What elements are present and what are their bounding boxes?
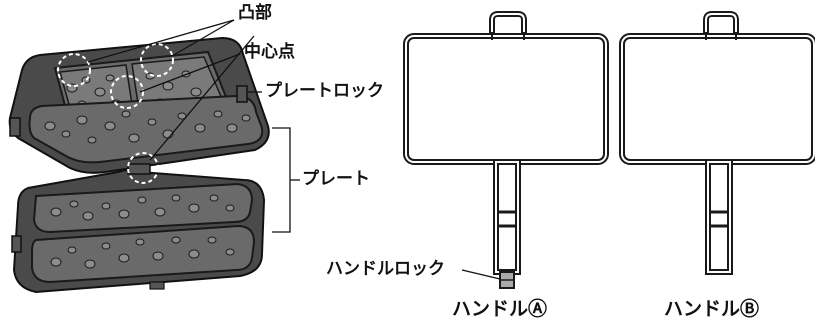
- handle-b-caption: ハンドルⒷ: [664, 298, 760, 320]
- upper-plate: [8, 36, 270, 174]
- handle-a-caption: ハンドルⒶ: [452, 298, 548, 320]
- handle-a: [403, 11, 609, 289]
- convex-circle-left: [57, 53, 91, 87]
- center-circle: [110, 75, 144, 109]
- handle-lock-leader: [461, 269, 501, 280]
- plate-assembly: [8, 19, 300, 294]
- handle-b: [619, 11, 815, 275]
- handle-lock-label: ハンドルロック: [326, 259, 445, 279]
- center-point-label: 中心点: [244, 42, 295, 62]
- highlight-circles: [57, 43, 174, 184]
- convex-circle-right: [140, 43, 174, 77]
- convex-label: 凸部: [238, 3, 272, 23]
- hinge-circle: [127, 152, 159, 184]
- plate-lock-label: プレートロック: [265, 81, 384, 101]
- plate-label: プレート: [302, 169, 370, 189]
- leader-lines: [87, 19, 300, 233]
- lower-plate: [11, 163, 266, 294]
